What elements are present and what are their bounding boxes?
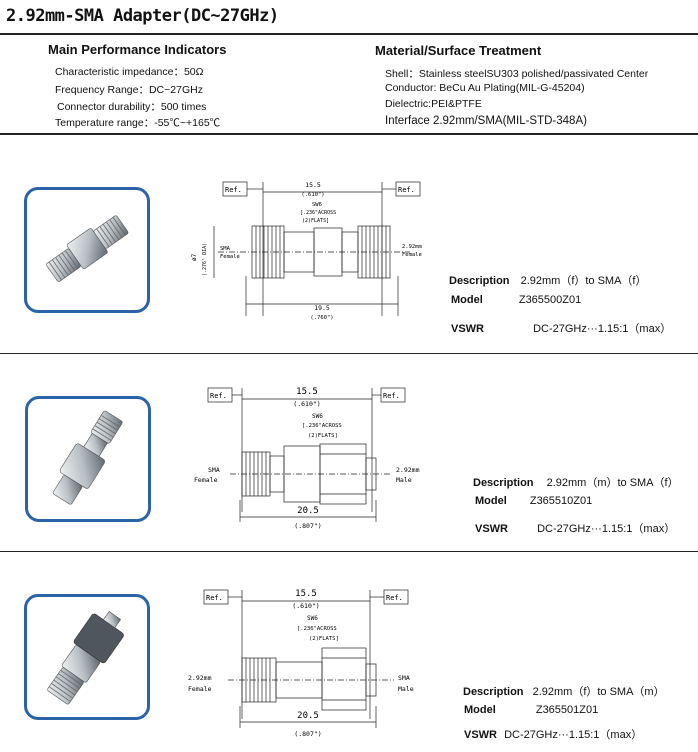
svg-text:Female: Female — [188, 685, 212, 693]
technical-drawing-2: Ref. Ref. 15.5 (.610") SW6 [.236"ACROSS … — [194, 387, 420, 530]
svg-text:Ref.: Ref. — [210, 392, 227, 400]
svg-text:2.92mm: 2.92mm — [188, 674, 212, 682]
svg-text:[.236"ACROSS: [.236"ACROSS — [300, 210, 336, 216]
product-3-info: Description 2.92mm（f）to SMA（m） — [463, 686, 665, 698]
svg-text:2.92mm: 2.92mm — [396, 466, 420, 474]
svg-text:19.5: 19.5 — [314, 304, 330, 312]
divider — [0, 551, 698, 552]
product-photo-2 — [25, 396, 151, 522]
svg-text:15.5: 15.5 — [305, 181, 321, 189]
svg-text:(.276" DIA): (.276" DIA) — [202, 243, 208, 276]
technical-drawing-1: Ref. Ref. 15.5 (.610") SW6 [.236"ACROSS … — [191, 181, 423, 321]
spec-durability: Connector durability：500 times — [57, 101, 207, 113]
spec-temperature: Temperature range：-55℃~+165℃ — [55, 117, 221, 129]
svg-text:SMA: SMA — [220, 246, 231, 252]
svg-text:Female: Female — [402, 252, 422, 258]
ref-right: Ref. — [398, 186, 415, 194]
divider — [0, 133, 698, 135]
svg-text:Ref.: Ref. — [206, 594, 223, 602]
svg-text:(2)FLATS]: (2)FLATS] — [309, 636, 339, 642]
material-conductor: Conductor: BeCu Au Plating(MIL-G-45204) — [385, 82, 585, 94]
product-2-info: Description 2.92mm（m）to SMA（f） — [473, 477, 679, 489]
svg-text:2.92mm: 2.92mm — [402, 244, 423, 250]
svg-text:20.5: 20.5 — [297, 506, 319, 516]
svg-text:(.610"): (.610") — [301, 192, 324, 198]
svg-text:(.760"): (.760") — [310, 315, 333, 321]
svg-text:Male: Male — [396, 476, 412, 484]
svg-text:SMA: SMA — [208, 466, 220, 474]
svg-text:(.807"): (.807") — [294, 730, 321, 738]
spec-impedance: Characteristic impedance：50Ω — [55, 66, 204, 78]
material-interface: Interface 2.92mm/SMA(MIL-STD-348A) — [385, 115, 587, 127]
svg-text:15.5: 15.5 — [296, 387, 318, 397]
svg-text:(.610"): (.610") — [292, 602, 319, 610]
svg-text:SMA: SMA — [398, 674, 410, 682]
page-title: 2.92mm-SMA Adapter(DC~27GHz) — [6, 6, 279, 26]
spec-frequency: Frequency Range：DC~27GHz — [55, 84, 203, 96]
svg-text:Female: Female — [220, 254, 240, 260]
svg-text:[.236"ACROSS: [.236"ACROSS — [297, 626, 337, 632]
divider — [0, 353, 698, 354]
ref-left: Ref. — [225, 186, 242, 194]
svg-text:SW6: SW6 — [312, 413, 323, 420]
svg-text:20.5: 20.5 — [297, 711, 319, 721]
svg-text:15.5: 15.5 — [295, 589, 317, 599]
svg-text:[.236"ACROSS: [.236"ACROSS — [302, 423, 342, 429]
svg-text:Male: Male — [398, 685, 414, 693]
svg-text:SW6: SW6 — [307, 615, 318, 622]
divider — [0, 33, 698, 35]
main-perf-heading: Main Performance Indicators — [48, 42, 227, 57]
svg-text:(2)FLATS]: (2)FLATS] — [308, 433, 338, 439]
material-shell: Shell：Stainless steelSU303 polished/pass… — [385, 68, 649, 80]
product-photo-3 — [24, 594, 150, 720]
svg-text:(2)FLATS]: (2)FLATS] — [302, 218, 329, 224]
product-1-info: Description 2.92mm（f）to SMA（f） — [449, 275, 647, 287]
svg-text:Female: Female — [194, 476, 218, 484]
svg-text:Ref.: Ref. — [386, 594, 403, 602]
svg-text:(.807"): (.807") — [294, 522, 321, 530]
svg-text:Ref.: Ref. — [383, 392, 400, 400]
svg-text:SW6: SW6 — [312, 202, 322, 208]
product-photo-1 — [24, 187, 150, 313]
technical-drawing-3: Ref. Ref. 15.5 (.610") SW6 [.236"ACROSS … — [188, 589, 414, 738]
svg-text:(.610"): (.610") — [293, 400, 320, 408]
material-dielectric: Dielectric:PEI&PTFE — [385, 98, 482, 110]
material-heading: Material/Surface Treatment — [375, 43, 542, 58]
svg-text:ø7: ø7 — [191, 253, 198, 261]
